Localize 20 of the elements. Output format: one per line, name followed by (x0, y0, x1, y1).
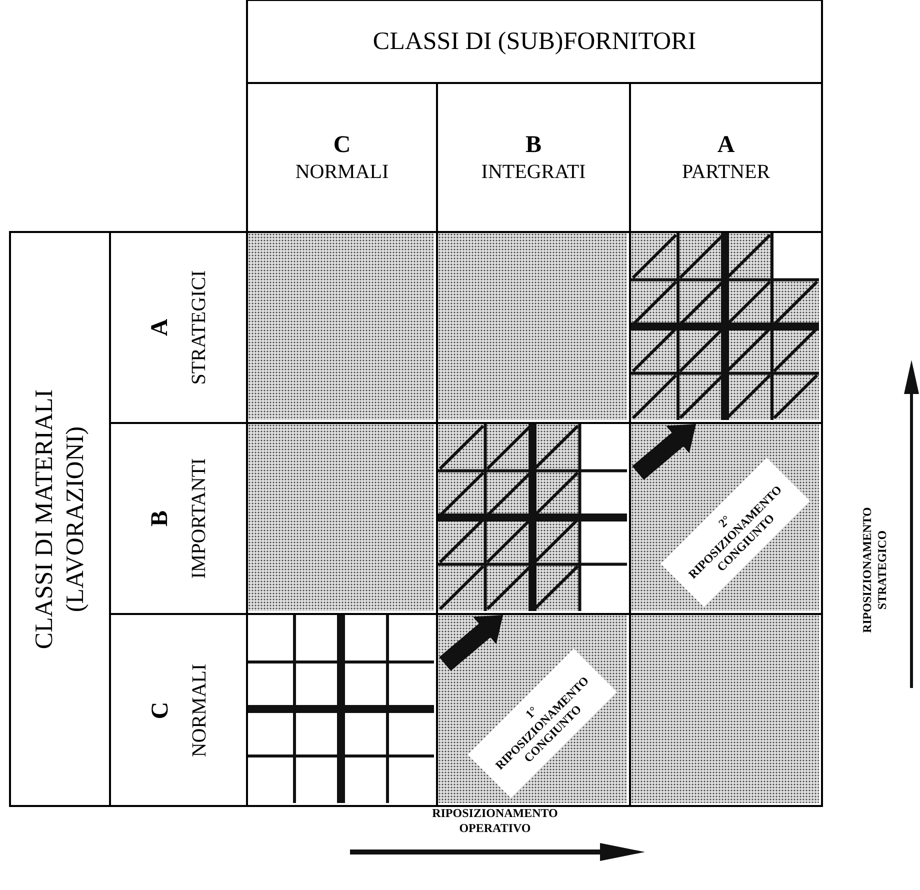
axis-label: RIPOSIZIONAMENTO OPERATIVO (431, 806, 559, 836)
class-name: INTEGRATI (481, 160, 586, 185)
class-name: PARTNER (682, 160, 770, 185)
class-letter: A (717, 131, 735, 160)
block-arrow (632, 424, 696, 480)
class-letter: C (146, 701, 174, 719)
class-letter: A (146, 318, 174, 336)
block-arrow (439, 615, 503, 671)
class-name: STRATEGICI (187, 270, 211, 385)
header-box (246, 0, 823, 84)
row-header (9, 231, 111, 807)
class-letter: B (525, 131, 542, 160)
axis-label: RIPOSIZIONAMENTO STRATEGICO (860, 506, 890, 635)
class-name: IMPORTANTI (187, 458, 211, 579)
header-title: CLASSI DI (SUB)FORNITORI (372, 26, 696, 57)
class-letter: B (146, 510, 174, 527)
class-letter: C (333, 131, 351, 160)
class-name: NORMALI (295, 160, 389, 185)
axis-title: CLASSI DI MATERIALI (LAVORAZIONI) (30, 388, 90, 651)
class-name: NORMALI (187, 663, 211, 757)
